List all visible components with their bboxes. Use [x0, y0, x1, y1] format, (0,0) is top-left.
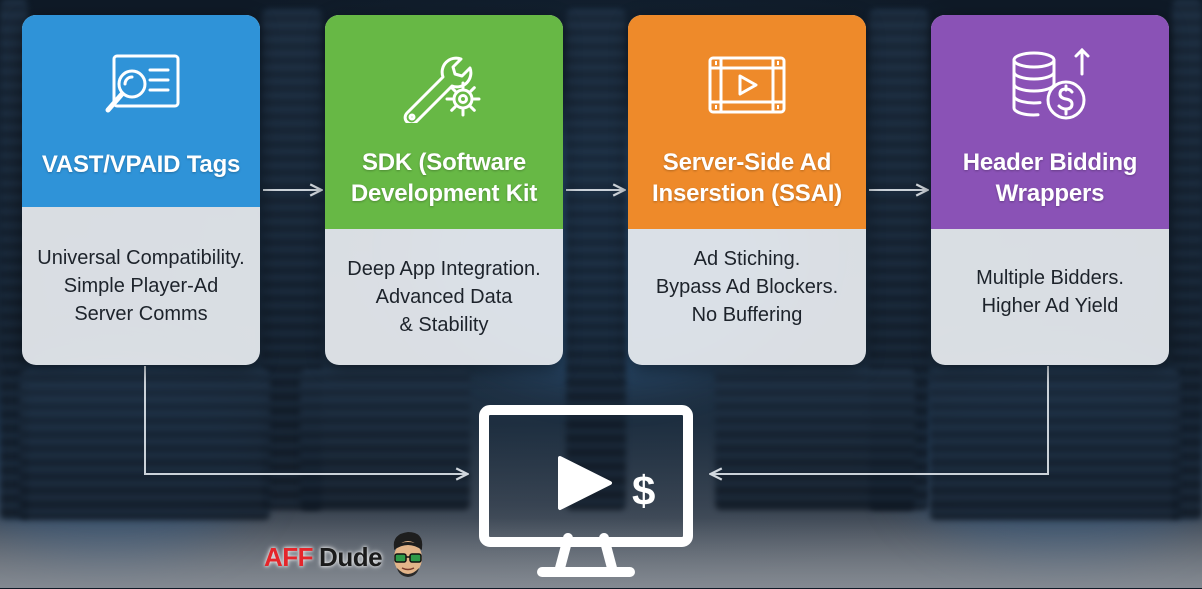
card-title: SDK (Software Development Kit: [350, 149, 538, 207]
video-player-icon: [697, 45, 797, 125]
card-description: Multiple Bidders. Higher Ad Yield: [976, 267, 1124, 317]
arrow-hb-to-monitor: [712, 366, 1049, 474]
currency-symbol: $: [632, 467, 656, 514]
card-vast-vpaid: VAST/VPAID Tags Universal Compatibility.…: [22, 15, 260, 365]
card-header: SDK (Software Development Kit: [325, 15, 563, 229]
card-header-bidding: Header Bidding Wrappers Multiple Bidders…: [931, 15, 1169, 365]
logo-text-aff: AFF: [264, 541, 314, 572]
dude-mascot-icon: [388, 530, 428, 584]
card-ssai: Server-Side Ad Inserstion (SSAI) Ad Stic…: [628, 15, 866, 365]
document-search-icon: [91, 45, 191, 125]
card-description: Deep App Integration. Advanced Data & St…: [347, 258, 541, 336]
coins-dollar-icon: [1000, 45, 1100, 125]
card-title: Server-Side Ad Inserstion (SSAI): [652, 149, 842, 207]
logo-text-dude: Dude: [319, 541, 383, 572]
card-header: Header Bidding Wrappers: [931, 15, 1169, 229]
arrow-vast-to-monitor: [144, 366, 466, 474]
monitor-play-dollar-icon: $: [470, 400, 710, 589]
card-title: Header Bidding Wrappers: [962, 149, 1138, 207]
card-sdk: SDK (Software Development Kit Deep App I…: [325, 15, 563, 365]
card-header: Server-Side Ad Inserstion (SSAI): [628, 15, 866, 229]
wrench-gear-icon: [394, 45, 494, 125]
card-description: Ad Stiching. Bypass Ad Blockers. No Buff…: [655, 248, 839, 326]
aff-dude-logo: AFF Dude: [264, 532, 428, 582]
card-description: Universal Compatibility. Simple Player-A…: [37, 247, 245, 325]
play-icon: [558, 456, 612, 510]
card-title: VAST/VPAID Tags: [41, 151, 241, 178]
card-header: VAST/VPAID Tags: [22, 15, 260, 207]
